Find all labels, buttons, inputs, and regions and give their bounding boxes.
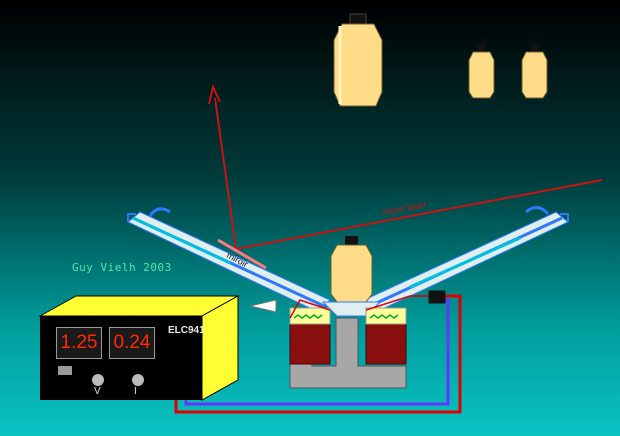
knob-icon[interactable] <box>92 374 104 386</box>
electromagnet <box>289 307 407 389</box>
weight-icon[interactable] <box>521 44 548 99</box>
voltage-display: 1.25 <box>56 327 102 359</box>
weight-icon[interactable] <box>333 13 383 107</box>
right-tube <box>363 206 569 313</box>
model-label: ELC941 <box>168 325 205 336</box>
mirror <box>217 238 267 270</box>
power-switch-icon[interactable] <box>58 366 72 375</box>
pointer <box>249 299 277 313</box>
weight-icon[interactable] <box>468 44 495 99</box>
weight-icon[interactable] <box>321 236 382 317</box>
left-tube <box>127 207 331 313</box>
knob-icon[interactable] <box>132 374 144 386</box>
current-knob-label: I <box>134 386 137 397</box>
current-display: 0.24 <box>109 327 155 359</box>
author-credit: Guy Vielh 2003 <box>72 261 172 274</box>
voltage-knob-label: V <box>94 386 101 397</box>
